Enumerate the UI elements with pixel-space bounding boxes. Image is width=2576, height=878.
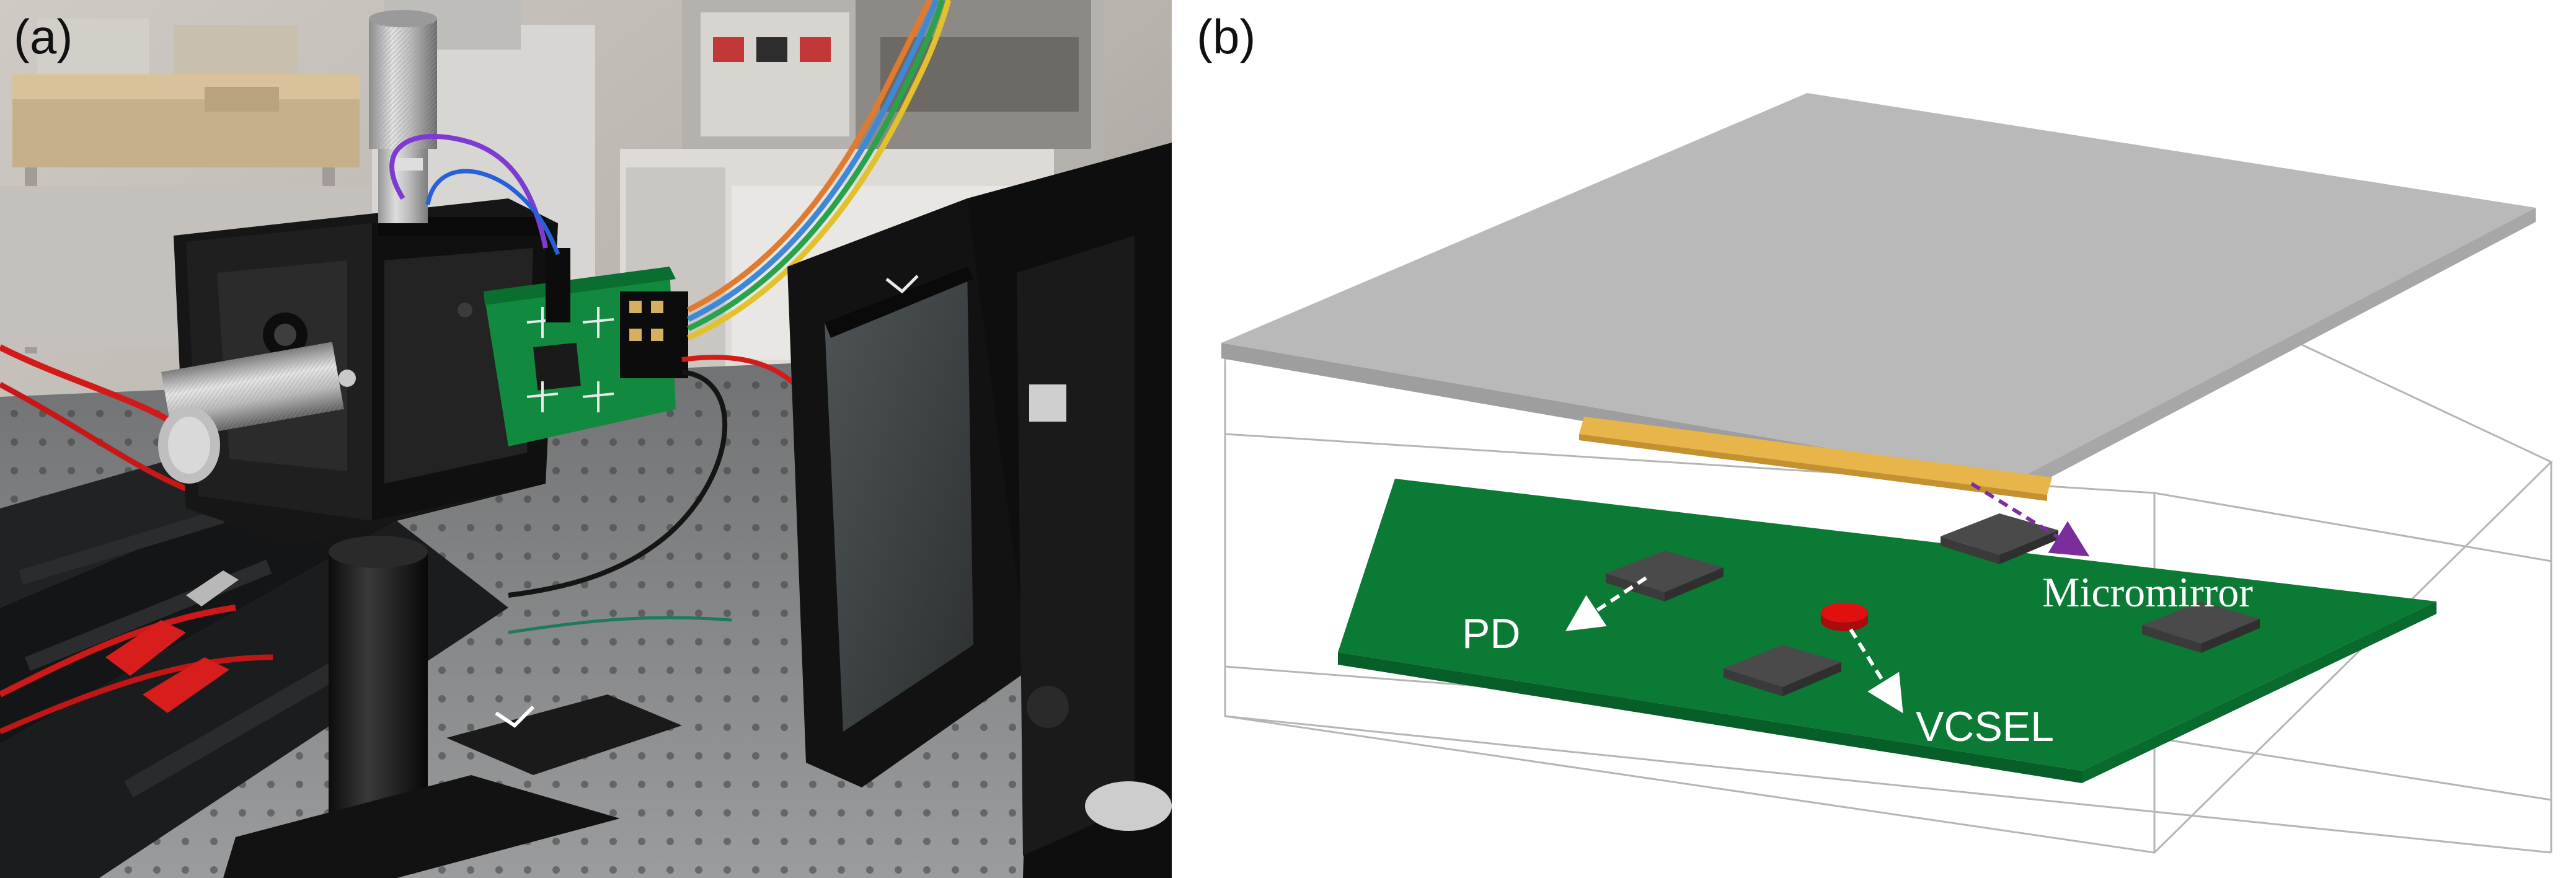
vcsel-arrow [1849,628,1903,714]
panel-a-letter: (a) [14,9,73,64]
label-vcsel: VCSEL [1916,703,2054,750]
vcsel-emitter [1821,603,1868,631]
label-micromirror: Micromirror [2042,569,2253,616]
pcb-board [1338,479,2437,783]
panel-a-photo: (a) [0,0,1172,878]
pd-chip-4 [1724,645,1841,696]
pd-arrow [1565,576,1647,631]
sensor-schematic: Micromirror PD VCSEL [1221,93,2553,854]
label-pd: PD [1462,610,1520,657]
cover-plate [1221,93,2536,496]
panel-b-letter: (b) [1197,9,1256,64]
pd-chip-3 [2142,601,2260,653]
panel-b-schematic: (b) [1172,0,2576,878]
micromirror [1579,417,2052,501]
micromirror-arrow [1970,482,2090,557]
pd-chip-2 [1941,513,2058,564]
lab-setup-photo [0,0,1172,878]
pd-chip-1 [1606,551,1724,601]
